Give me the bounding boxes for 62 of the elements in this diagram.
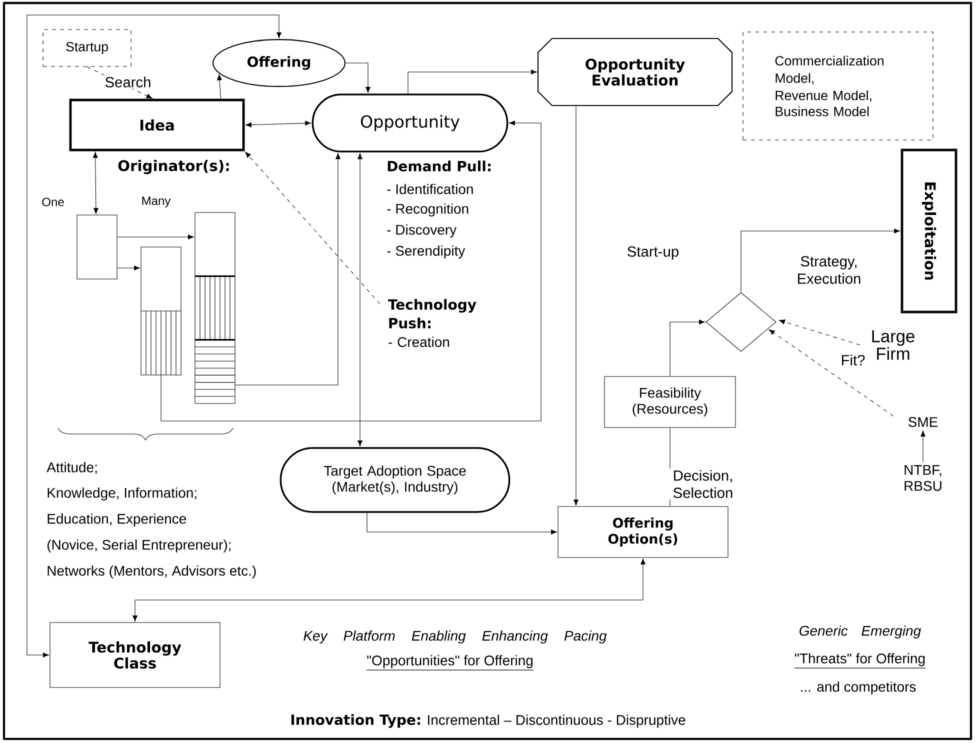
process-box: Exploitation <box>900 148 958 314</box>
text-label: - Serendipity <box>387 245 466 259</box>
edge-label: Search <box>103 75 153 89</box>
decision-diamond <box>706 292 776 352</box>
text-label: One <box>42 198 64 206</box>
text-label: Generic Emerging <box>800 625 921 639</box>
arrow <box>117 234 194 240</box>
node-text: SME <box>908 417 938 427</box>
dashed-arrow <box>778 320 860 346</box>
text-label: - Recognition <box>387 203 468 217</box>
double-arrow <box>246 120 312 128</box>
double-arrow <box>92 152 98 214</box>
text-label: Originator(s): <box>118 160 229 174</box>
text-label: Networks (Mentors, Advisors etc.) <box>48 565 256 579</box>
arrow <box>740 228 900 293</box>
originator-box <box>76 214 118 280</box>
arrow <box>408 70 537 94</box>
double-arrow <box>26 14 282 658</box>
text-label: Education, Experience <box>48 513 186 527</box>
dashed-arrow <box>768 329 894 416</box>
edge-label: Decision, Selection <box>662 468 744 500</box>
double-arrow <box>132 558 646 622</box>
arrow <box>117 266 140 270</box>
text-label: - Discovery <box>387 224 457 238</box>
process-box: Idea <box>69 98 245 152</box>
text-label: Key Platform Enabling Enhancing Pacing <box>304 630 607 644</box>
dashed-box: Startup <box>42 29 132 67</box>
process-box: Feasibility (Resources) <box>604 376 736 428</box>
arrow <box>235 153 340 386</box>
text-label: Knowledge, Information; <box>48 487 196 501</box>
text-label: "Threats" for Offering <box>794 653 926 668</box>
process-box: Technology Class <box>50 622 220 688</box>
node-text: Large Firm <box>872 330 914 360</box>
arrow <box>345 62 370 93</box>
text-label: Attitude; <box>46 462 97 474</box>
dashed-box: Commercialization Model, Revenue Model, Business Model <box>742 32 934 140</box>
arrow <box>217 74 222 100</box>
dashed-arrow <box>86 66 152 99</box>
node-text: Technology Push: - Creation <box>388 298 476 348</box>
node-text: NTBF, RBSU <box>904 465 942 491</box>
rounded-box: Target Adoption Space (Market(s), Industry) <box>280 447 510 513</box>
text-label: Many <box>142 196 171 208</box>
arrow <box>670 320 705 377</box>
text-label: (Novice, Serial Entrepreneur); <box>47 539 230 553</box>
text-label: Innovation Type: Incremental – Discontinuous - Dispruptive <box>291 714 686 728</box>
text-label: ... and competitors <box>801 681 916 695</box>
arrow <box>574 105 578 506</box>
text-label: Start-up <box>628 246 678 260</box>
hatched-bar <box>194 212 236 404</box>
text-label: "Opportunities" for Offering <box>366 655 534 670</box>
edge-label: Fit? <box>839 353 867 367</box>
double-arrow <box>358 153 362 446</box>
arrow <box>160 120 542 422</box>
text-label: - Identification <box>387 184 473 194</box>
dashed-arrow <box>245 152 380 304</box>
edge-label: Strategy, Execution <box>788 254 870 286</box>
octagon-box: Opportunity Evaluation <box>537 38 733 106</box>
arrow <box>920 430 926 462</box>
rounded-box: Opportunity <box>312 94 508 152</box>
process-box: Offering Option(s) <box>558 506 728 558</box>
arrow <box>366 512 557 534</box>
hatched-bar <box>140 246 182 376</box>
